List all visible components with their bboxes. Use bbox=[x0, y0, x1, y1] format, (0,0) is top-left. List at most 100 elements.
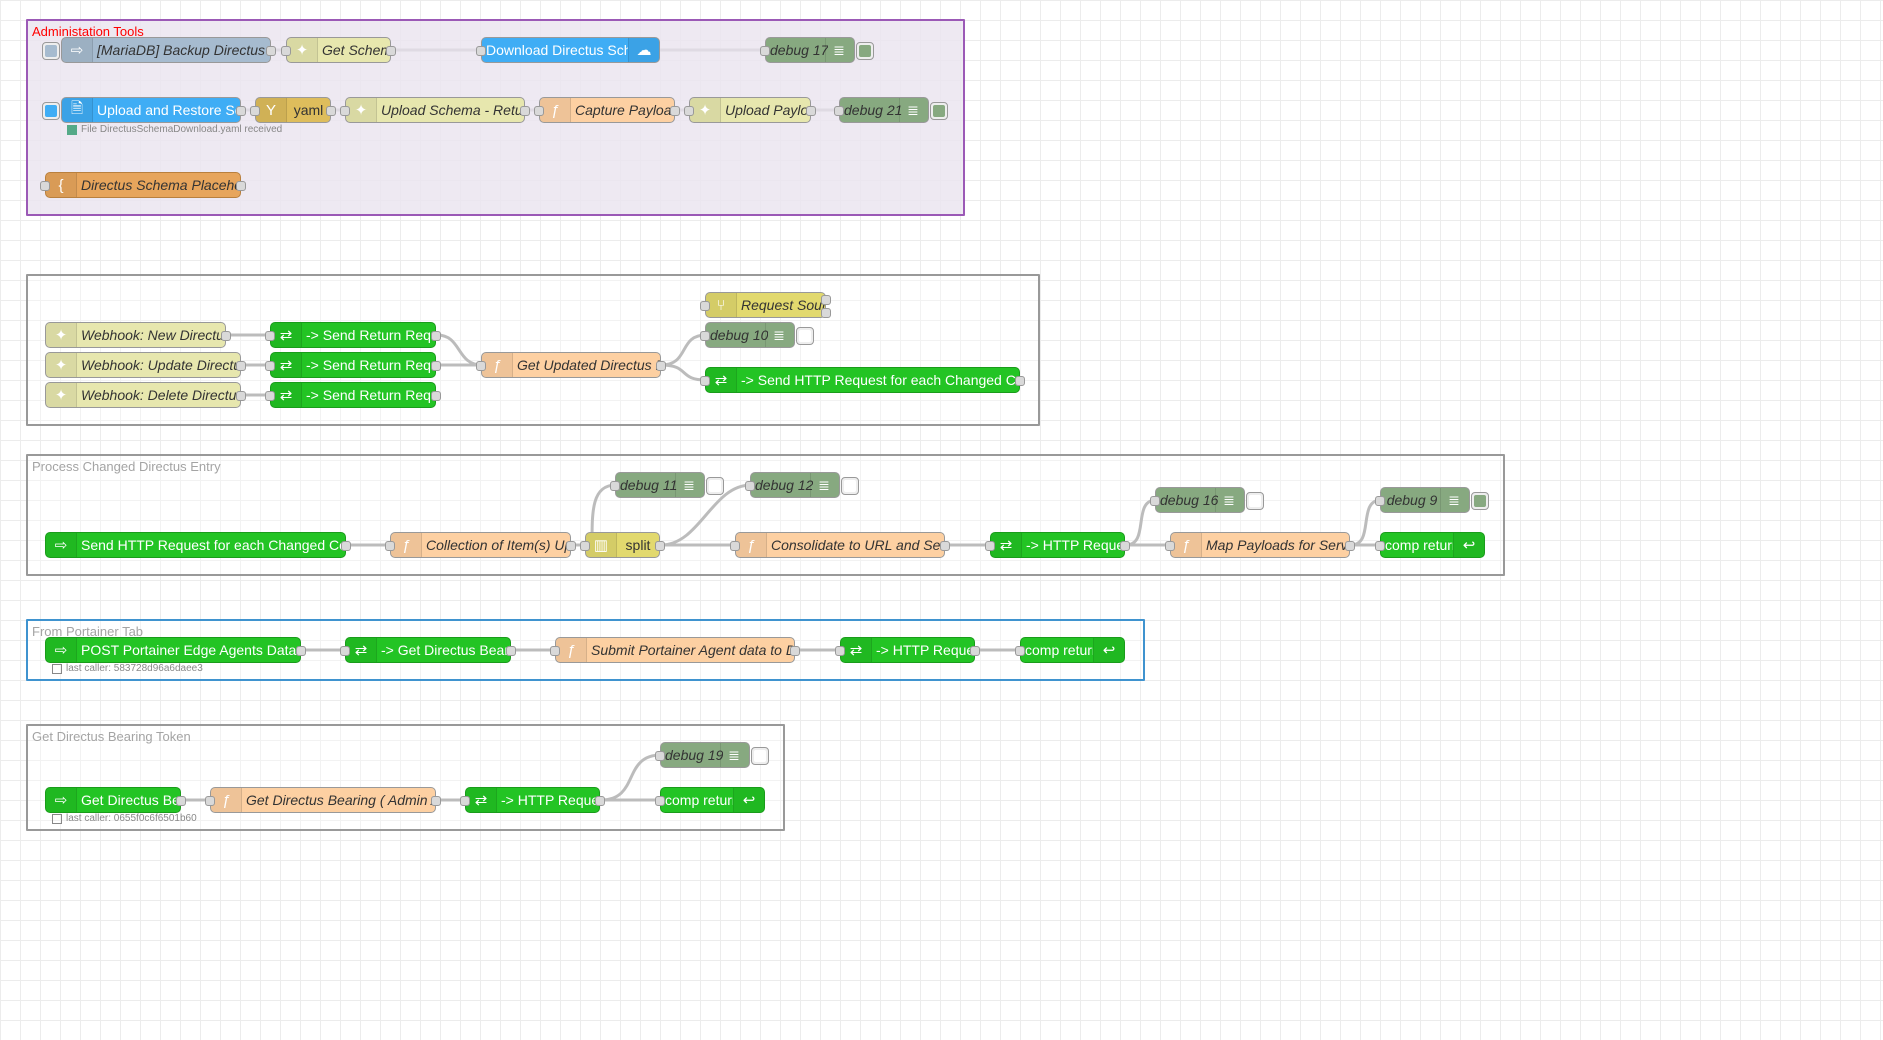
function-node-capture-payload[interactable]: ƒ Capture Payload bbox=[534, 97, 680, 123]
link-out-node-comp-return-3[interactable]: comp return ↩ bbox=[655, 787, 765, 813]
input-port[interactable] bbox=[730, 541, 740, 551]
debug-node-12[interactable]: debug 12 ≣ bbox=[745, 472, 859, 498]
output-port[interactable] bbox=[431, 331, 441, 341]
input-port[interactable] bbox=[265, 361, 275, 371]
input-port[interactable] bbox=[1375, 541, 1385, 551]
function-node-consolidate[interactable]: ƒ Consolidate to URL and Send GET bbox=[730, 532, 950, 558]
input-port[interactable] bbox=[476, 46, 486, 56]
function-node-collection-updated[interactable]: ƒ Collection of Item(s) Updated bbox=[385, 532, 576, 558]
group-get-bearing-token[interactable]: Get Directus Bearing Token bbox=[26, 724, 785, 831]
inject-button[interactable] bbox=[42, 42, 60, 60]
link-in-node-backup-schema[interactable]: ⇨ [MariaDB] Backup Directus Schema bbox=[42, 37, 276, 63]
output-port[interactable] bbox=[970, 646, 980, 656]
link-out-node-comp-return-1[interactable]: comp return ↩ bbox=[1375, 532, 1485, 558]
output-port[interactable] bbox=[431, 361, 441, 371]
function-node-get-bearing[interactable]: ƒ Get Directus Bearing ( Admin Account) bbox=[205, 787, 441, 813]
link-call-node-http-request-2[interactable]: ⇄ -> HTTP Request bbox=[835, 637, 980, 663]
output-port[interactable] bbox=[520, 106, 530, 116]
output-port[interactable] bbox=[296, 646, 306, 656]
http-in-node-webhook-new[interactable]: ✦ Webhook: New Directus Entry bbox=[45, 322, 231, 348]
file-out-node-download-schema[interactable]: Download Directus Schema ☁ bbox=[476, 37, 660, 63]
output-port[interactable] bbox=[326, 106, 336, 116]
input-port[interactable] bbox=[655, 751, 665, 761]
debug-node-9[interactable]: debug 9 ≣ bbox=[1375, 487, 1489, 513]
input-port[interactable] bbox=[340, 106, 350, 116]
input-port[interactable] bbox=[700, 376, 710, 386]
input-port[interactable] bbox=[550, 646, 560, 656]
function-node-get-updated-entry[interactable]: ƒ Get Updated Directus Entry bbox=[476, 352, 666, 378]
split-node[interactable]: ▥ split bbox=[580, 532, 665, 558]
debug-node-17[interactable]: debug 17 ≣ bbox=[760, 37, 874, 63]
input-port[interactable] bbox=[1165, 541, 1175, 551]
input-port[interactable] bbox=[700, 301, 710, 311]
link-call-node-http-request-3[interactable]: ⇄ -> HTTP Request bbox=[460, 787, 605, 813]
input-port[interactable] bbox=[476, 361, 486, 371]
input-port[interactable] bbox=[265, 331, 275, 341]
output-port[interactable] bbox=[1120, 541, 1130, 551]
debug-toggle-button[interactable] bbox=[930, 102, 948, 120]
link-call-node-send-return-3[interactable]: ⇄ -> Send Return Request bbox=[265, 382, 441, 408]
output-port[interactable] bbox=[386, 46, 396, 56]
http-request-node-upload-schema-diff[interactable]: ✦ Upload Schema - Return Diff bbox=[340, 97, 530, 123]
input-port[interactable] bbox=[265, 391, 275, 401]
output-port[interactable] bbox=[656, 361, 666, 371]
output-port[interactable] bbox=[236, 391, 246, 401]
function-node-map-payloads[interactable]: ƒ Map Payloads for Services bbox=[1165, 532, 1355, 558]
output-port[interactable] bbox=[176, 796, 186, 806]
debug-toggle-button[interactable] bbox=[796, 327, 814, 345]
debug-node-21[interactable]: debug 21 ≣ bbox=[834, 97, 948, 123]
link-call-node-get-bearing[interactable]: ⇄ -> Get Directus Bearing bbox=[340, 637, 516, 663]
input-port[interactable] bbox=[385, 541, 395, 551]
debug-node-19[interactable]: debug 19 ≣ bbox=[655, 742, 769, 768]
input-port[interactable] bbox=[700, 331, 710, 341]
output-port[interactable] bbox=[821, 295, 831, 305]
output-port[interactable] bbox=[236, 361, 246, 371]
input-port[interactable] bbox=[281, 46, 291, 56]
output-port[interactable] bbox=[236, 106, 246, 116]
input-port[interactable] bbox=[250, 106, 260, 116]
link-call-node-send-http-each[interactable]: ⇄ -> Send HTTP Request for each Changed … bbox=[700, 367, 1025, 393]
link-call-node-send-return-2[interactable]: ⇄ -> Send Return Request bbox=[265, 352, 441, 378]
input-port[interactable] bbox=[340, 646, 350, 656]
input-port[interactable] bbox=[1375, 496, 1385, 506]
debug-node-16[interactable]: debug 16 ≣ bbox=[1150, 487, 1264, 513]
http-in-node-webhook-update[interactable]: ✦ Webhook: Update Directus Entry bbox=[45, 352, 246, 378]
link-in-node-post-portainer[interactable]: ⇨ POST Portainer Edge Agents Data to Dir… bbox=[45, 637, 306, 663]
output-port[interactable] bbox=[1015, 376, 1025, 386]
input-port[interactable] bbox=[610, 481, 620, 491]
link-out-node-comp-return-2[interactable]: comp return ↩ bbox=[1015, 637, 1125, 663]
output-port[interactable] bbox=[1345, 541, 1355, 551]
debug-toggle-button[interactable] bbox=[751, 747, 769, 765]
input-port[interactable] bbox=[684, 106, 694, 116]
debug-toggle-button[interactable] bbox=[1246, 492, 1264, 510]
function-node-submit-portainer[interactable]: ƒ Submit Portainer Agent data to Directu… bbox=[550, 637, 800, 663]
debug-toggle-button[interactable] bbox=[706, 477, 724, 495]
debug-node-11[interactable]: debug 11 ≣ bbox=[610, 472, 724, 498]
switch-node-request-source[interactable]: ⑂ Request Source bbox=[700, 292, 831, 318]
file-upload-node-upload-restore[interactable]: 🗎 Upload and Restore Schema bbox=[42, 97, 246, 123]
http-request-node-upload-payload[interactable]: ✦ Upload Payload bbox=[684, 97, 816, 123]
http-request-node-get-schema[interactable]: ✦ Get Schema bbox=[281, 37, 396, 63]
output-port[interactable] bbox=[341, 541, 351, 551]
output-port[interactable] bbox=[236, 181, 246, 191]
link-in-node-get-bearing[interactable]: ⇨ Get Directus Bearing bbox=[45, 787, 186, 813]
input-port[interactable] bbox=[745, 481, 755, 491]
template-node-schema-placeholder[interactable]: { Directus Schema Placeholder bbox=[40, 172, 246, 198]
output-port[interactable] bbox=[431, 391, 441, 401]
input-port[interactable] bbox=[1150, 496, 1160, 506]
link-call-node-http-request-1[interactable]: ⇄ -> HTTP Request bbox=[985, 532, 1130, 558]
output-port[interactable] bbox=[790, 646, 800, 656]
debug-node-10[interactable]: debug 10 ≣ bbox=[700, 322, 814, 348]
output-port[interactable] bbox=[566, 541, 576, 551]
output-port[interactable] bbox=[940, 541, 950, 551]
output-port[interactable] bbox=[670, 106, 680, 116]
input-port[interactable] bbox=[985, 541, 995, 551]
debug-toggle-button[interactable] bbox=[841, 477, 859, 495]
output-port[interactable] bbox=[221, 331, 231, 341]
output-port[interactable] bbox=[266, 46, 276, 56]
input-port[interactable] bbox=[40, 181, 50, 191]
output-port[interactable] bbox=[595, 796, 605, 806]
input-port[interactable] bbox=[460, 796, 470, 806]
link-in-node-send-http-each[interactable]: ⇨ Send HTTP Request for each Changed Col… bbox=[45, 532, 351, 558]
debug-toggle-button[interactable] bbox=[856, 42, 874, 60]
